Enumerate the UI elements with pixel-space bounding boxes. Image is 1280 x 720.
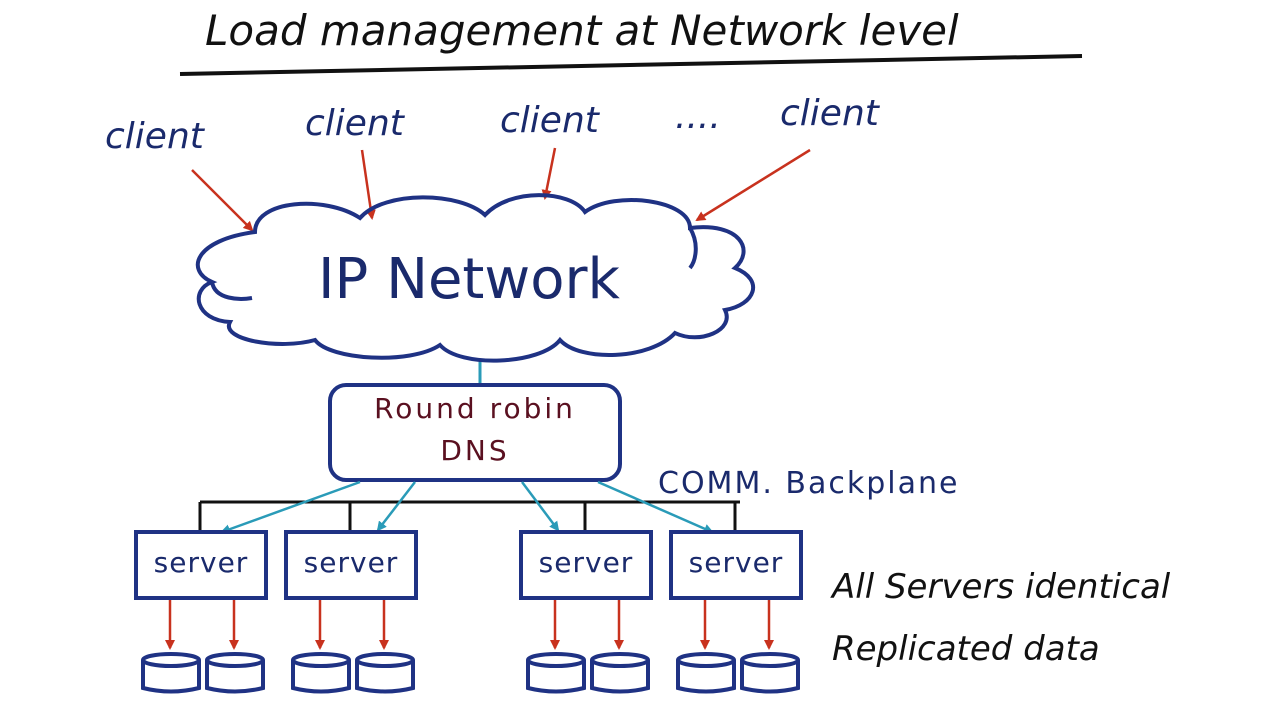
server-node-2: server — [284, 530, 418, 694]
server-box — [669, 530, 803, 600]
database-cylinder — [526, 652, 586, 694]
server-label: server — [304, 546, 399, 579]
client-arrow-3 — [541, 147, 557, 200]
client-label-1: client — [105, 116, 206, 157]
dns-arrow-server-3 — [521, 481, 560, 532]
server-node-1: server — [134, 530, 268, 694]
database-cylinder — [590, 652, 650, 694]
server-box — [134, 530, 268, 600]
client-label-2: client — [305, 103, 406, 144]
database-cylinder — [740, 652, 800, 694]
dns-arrow-server-4 — [597, 480, 714, 534]
server-label: server — [154, 546, 249, 579]
database-cylinder — [141, 652, 201, 694]
round-robin-dns-box — [328, 383, 622, 482]
note-replicated-data: Replicated data — [832, 629, 1100, 669]
diagram-title: Load management at Network level — [205, 6, 959, 55]
server-label: server — [539, 546, 634, 579]
client-label-4: client — [780, 93, 881, 134]
server-box — [284, 530, 418, 600]
client-ellipsis: .... — [675, 96, 721, 137]
comm-backplane — [198, 500, 740, 532]
database-cylinder — [676, 652, 736, 694]
dns-label-line2: DNS — [440, 434, 509, 467]
cloud-inner-curve-2 — [688, 226, 698, 270]
cloud-inner-curve-1 — [210, 281, 253, 301]
note-identical-servers: All Servers identical — [830, 567, 1171, 607]
database-cylinder — [205, 652, 265, 694]
title-underline — [179, 54, 1083, 76]
client-label-3: client — [500, 100, 601, 141]
server-node-3: server — [519, 530, 653, 694]
client-arrow-1 — [191, 169, 254, 232]
server-node-4: server — [669, 530, 803, 694]
dns-label-line1: Round robin — [374, 392, 576, 425]
backplane-label: COMM. Backplane — [658, 466, 959, 501]
database-cylinder — [291, 652, 351, 694]
client-arrow-4 — [695, 148, 811, 222]
server-box — [519, 530, 653, 600]
ip-network-label: IP Network — [318, 247, 620, 312]
dns-arrow-server-1 — [220, 480, 361, 534]
database-cylinder — [355, 652, 415, 694]
dns-arrow-server-2 — [376, 481, 416, 532]
client-arrow-2 — [360, 149, 376, 220]
server-label: server — [689, 546, 784, 579]
ip-network-cloud — [195, 193, 756, 363]
